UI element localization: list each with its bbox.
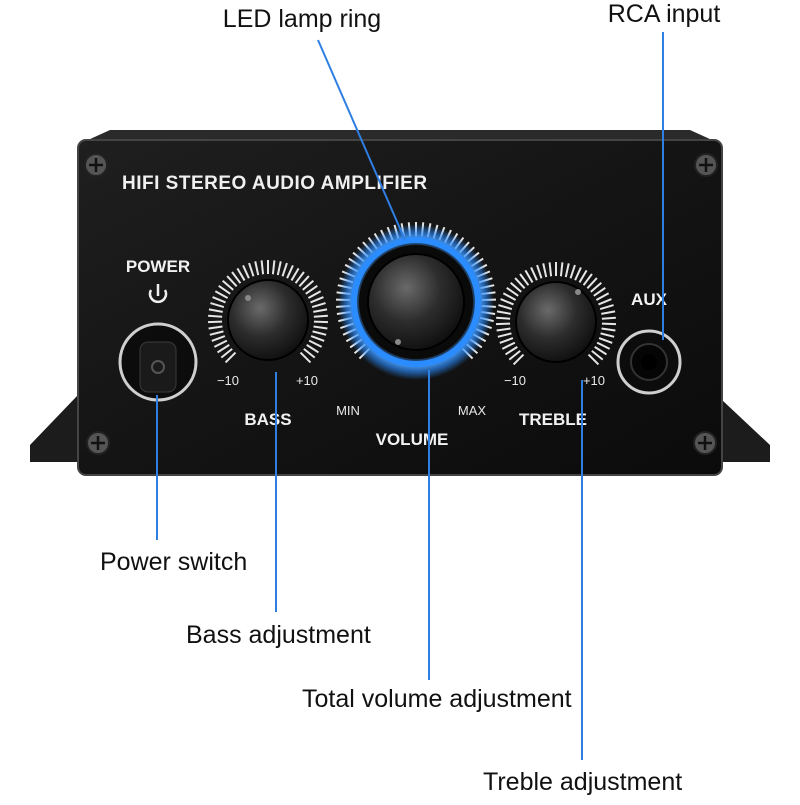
dial-tick bbox=[496, 318, 510, 319]
treble-knob-indicator bbox=[575, 289, 581, 295]
volume-knob-indicator bbox=[395, 339, 401, 345]
dial-tick bbox=[314, 316, 328, 317]
callout-led-lamp-ring: LED lamp ring bbox=[223, 5, 381, 33]
bass-label: BASS bbox=[244, 410, 291, 429]
panel-title: HIFI STEREO AUDIO AMPLIFIER bbox=[122, 173, 428, 194]
treble-min-label: −10 bbox=[504, 373, 526, 388]
callout-power-switch: Power switch bbox=[100, 548, 247, 576]
aux-input-jack[interactable] bbox=[618, 331, 680, 393]
bass-knob[interactable] bbox=[228, 280, 308, 360]
screw-icon bbox=[87, 432, 109, 454]
power-switch[interactable] bbox=[120, 324, 196, 400]
callout-total-volume-adjustment: Total volume adjustment bbox=[302, 685, 572, 713]
treble-max-label: +10 bbox=[583, 373, 605, 388]
volume-max-label: MAX bbox=[458, 403, 487, 418]
callout-treble-adjustment: Treble adjustment bbox=[483, 768, 682, 796]
treble-knob[interactable] bbox=[516, 282, 596, 362]
screw-icon bbox=[695, 154, 717, 176]
bass-min-label: −10 bbox=[217, 373, 239, 388]
bass-knob-indicator bbox=[245, 295, 251, 301]
treble-label: TREBLE bbox=[519, 410, 587, 429]
volume-label: VOLUME bbox=[376, 430, 449, 449]
callout-rca-input: RCA input bbox=[608, 0, 721, 28]
callout-bass-adjustment: Bass adjustment bbox=[186, 621, 371, 649]
screw-icon bbox=[85, 154, 107, 176]
volume-knob[interactable] bbox=[368, 254, 464, 350]
bass-max-label: +10 bbox=[296, 373, 318, 388]
screw-icon bbox=[694, 432, 716, 454]
dial-tick bbox=[602, 318, 616, 319]
volume-min-label: MIN bbox=[336, 403, 360, 418]
power-label: POWER bbox=[126, 257, 190, 276]
dial-tick bbox=[208, 316, 222, 317]
